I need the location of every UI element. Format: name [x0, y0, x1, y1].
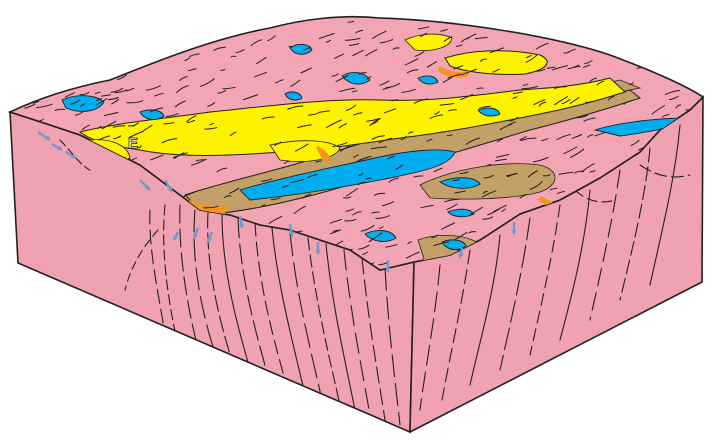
foliation-dash	[598, 27, 602, 28]
foliation-dash	[588, 26, 600, 32]
foliation-dash	[59, 80, 68, 83]
foliation-dash	[159, 48, 169, 54]
foliation-dash	[696, 23, 709, 28]
foliation-dash	[109, 67, 117, 70]
foliation-dash	[82, 31, 94, 39]
foliation-dash	[603, 43, 618, 46]
foliation-dash	[20, 92, 31, 97]
foliation-dash	[79, 60, 85, 61]
foliation-dash	[683, 61, 688, 64]
foliation-dash	[123, 25, 132, 29]
foliation-dash	[47, 60, 59, 68]
foliation-dash	[134, 19, 148, 20]
foliation-dash	[38, 71, 45, 72]
foliation-dash	[60, 28, 70, 31]
foliation-dash	[122, 19, 131, 22]
foliation-dash	[93, 56, 98, 59]
foliation-dash	[550, 33, 554, 35]
foliation-dash	[135, 25, 149, 28]
foliation-dash	[539, 23, 547, 26]
foliation-dash	[699, 71, 707, 74]
label-e: E	[128, 135, 138, 152]
foliation-dash	[92, 29, 104, 35]
foliation-dash	[32, 37, 37, 38]
foliation-dash	[651, 27, 661, 32]
foliation-dash	[68, 72, 74, 74]
foliation-dash	[681, 33, 693, 40]
foliation-dash	[125, 66, 129, 67]
foliation-dash	[32, 64, 39, 65]
foliation-dash	[129, 53, 136, 57]
foliation-dash	[34, 60, 43, 61]
foliation-dash	[50, 66, 61, 71]
foliation-dash	[679, 53, 689, 58]
foliation-dash	[581, 29, 588, 33]
foliation-dash	[494, 17, 506, 25]
foliation-dash	[115, 58, 120, 60]
foliation-dash	[78, 56, 87, 61]
foliation-dash	[91, 23, 97, 24]
foliation-dash	[94, 67, 107, 71]
foliation-dash	[560, 31, 564, 33]
foliation-dash	[428, 19, 434, 20]
foliation-dash	[84, 67, 90, 68]
foliation-dash	[245, 26, 250, 27]
foliation-dash	[111, 21, 124, 23]
foliation-dash	[128, 22, 142, 24]
foliation-dash	[79, 70, 84, 71]
foliation-dash	[123, 30, 127, 33]
foliation-dash	[131, 42, 137, 44]
foliation-dash	[51, 31, 65, 36]
foliation-dash	[122, 61, 128, 64]
foliation-dash	[203, 18, 208, 21]
foliation-dash	[76, 23, 86, 25]
foliation-dash	[110, 62, 123, 64]
foliation-dash	[289, 46, 293, 47]
foliation-dash	[142, 19, 146, 20]
foliation-dash	[47, 23, 52, 25]
foliation-dash	[566, 28, 576, 34]
foliation-dash	[107, 19, 120, 22]
foliation-dash	[643, 46, 655, 49]
foliation-dash	[193, 43, 198, 44]
foliation-dash	[678, 38, 684, 42]
foliation-dash	[198, 21, 212, 25]
foliation-dash	[610, 48, 614, 49]
foliation-dash	[676, 79, 691, 81]
foliation-dash	[666, 17, 673, 20]
foliation-dash	[46, 23, 61, 28]
foliation-dash	[109, 51, 120, 58]
foliation-dash	[540, 19, 553, 21]
foliation-dash	[76, 34, 82, 37]
foliation-dash	[692, 21, 699, 23]
foliation-dash	[124, 52, 131, 57]
foliation-dash	[689, 41, 700, 45]
foliation-dash	[72, 44, 77, 47]
foliation-dash	[632, 42, 640, 46]
foliation-dash	[107, 30, 115, 35]
